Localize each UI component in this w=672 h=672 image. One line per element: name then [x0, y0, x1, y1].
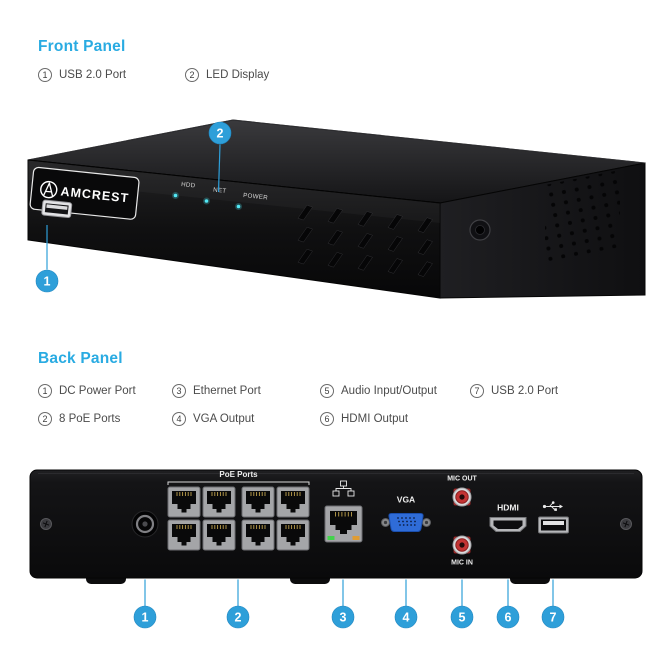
callout-badge-usb — [541, 605, 565, 629]
callout-badge-usb — [35, 269, 59, 293]
net-led-label: NET — [213, 187, 227, 195]
poe-ports-block: PoE Ports — [167, 470, 310, 551]
side-vent-holes — [545, 170, 620, 262]
vga-label: VGA — [397, 495, 415, 505]
hdd-led-label: HDD — [181, 181, 196, 189]
back-panel-illustration: PoE Ports — [29, 469, 643, 629]
callout-badge-vga — [394, 605, 418, 629]
legend-label: USB 2.0 Port — [491, 385, 559, 397]
poe-port-7 — [241, 519, 275, 551]
amcrest-a-mark-icon — [40, 180, 58, 199]
callout-badge-led-display — [208, 121, 232, 145]
mic-out-jack: MIC OUT — [447, 476, 477, 507]
callout-badge-dc — [133, 605, 157, 629]
legend-number-circle: 1 — [38, 68, 52, 82]
legend-number-circle: 3 — [172, 384, 186, 398]
mic-in-label: MIC IN — [451, 560, 473, 567]
back-legend-vga: 4 VGA Output — [172, 411, 254, 427]
legend-label: HDMI Output — [341, 413, 409, 425]
legend-number-circle: 1 — [38, 384, 52, 398]
mount-screw-left — [40, 518, 52, 530]
back-callouts: 1 2 3 4 5 6 7 — [133, 579, 565, 629]
back-legend-dc: 1 DC Power Port — [38, 383, 136, 399]
led-display: HDD NET POWER — [172, 181, 268, 210]
legend-number-circle: 7 — [470, 384, 484, 398]
mic-out-label: MIC OUT — [447, 476, 477, 483]
legend-number-circle: 4 — [172, 412, 186, 426]
callout-badge-poe — [226, 605, 250, 629]
ethernet-port — [324, 480, 363, 543]
mount-screw-right — [620, 518, 632, 530]
callout-badge-audio — [450, 605, 474, 629]
front-legend-usb: 1 USB 2.0 Port — [38, 67, 126, 83]
link-led-icon — [327, 536, 335, 540]
callout-number: 3 — [340, 611, 347, 625]
power-led-icon — [236, 204, 241, 209]
poe-ports-label: PoE Ports — [219, 470, 258, 479]
lan-icon — [332, 480, 355, 497]
callout-number: 5 — [459, 611, 466, 625]
back-legend-poe: 2 8 PoE Ports — [38, 411, 120, 427]
callout-line-led — [217, 144, 221, 193]
hdmi-port: HDMI — [489, 503, 527, 532]
front-panel-illustration: AMCREST HDD NET POWER — [27, 119, 646, 299]
callout-badge-ethernet — [331, 605, 355, 629]
poe-port-1 — [167, 486, 201, 518]
callout-number: 2 — [235, 611, 242, 625]
callout-number: 1 — [44, 275, 51, 289]
back-legend-ethernet: 3 Ethernet Port — [172, 383, 261, 399]
usb-icon — [542, 501, 563, 511]
poe-port-2 — [202, 486, 236, 518]
activity-led-icon — [352, 536, 360, 540]
vga-port: VGA — [381, 495, 431, 532]
callout-number: 6 — [505, 611, 512, 625]
front-panel-title: Front Panel — [38, 38, 126, 55]
legend-label: USB 2.0 Port — [59, 69, 127, 81]
hdmi-label: HDMI — [497, 503, 519, 513]
back-legend-audio: 5 Audio Input/Output — [320, 383, 437, 399]
back-usb-port — [538, 501, 569, 534]
dc-power-port — [131, 510, 159, 538]
poe-port-8 — [276, 519, 310, 551]
callout-number: 7 — [550, 611, 557, 625]
legend-label: VGA Output — [193, 413, 255, 425]
front-callouts: 2 1 — [35, 121, 232, 293]
hdd-led-icon — [173, 193, 178, 198]
power-led-label: POWER — [243, 192, 269, 202]
ir-sensor — [469, 219, 491, 241]
callout-number: 4 — [403, 611, 410, 625]
poe-bracket — [167, 481, 310, 485]
mic-in-jack: MIC IN — [451, 535, 473, 567]
callout-badge-hdmi — [496, 605, 520, 629]
legend-number-circle: 5 — [320, 384, 334, 398]
legend-label: DC Power Port — [59, 385, 136, 397]
poe-port-3 — [241, 486, 275, 518]
nvr-front-device: AMCREST HDD NET POWER — [27, 119, 646, 299]
legend-label: Ethernet Port — [193, 385, 261, 397]
poe-port-5 — [167, 519, 201, 551]
net-led-icon — [204, 199, 209, 203]
legend-label: 8 PoE Ports — [59, 413, 121, 425]
poe-port-4 — [276, 486, 310, 518]
callout-number: 2 — [217, 127, 224, 141]
back-panel-title: Back Panel — [38, 350, 123, 367]
back-legend-usb: 7 USB 2.0 Port — [470, 383, 558, 399]
legend-label: LED Display — [206, 69, 270, 81]
back-legend-hdmi: 6 HDMI Output — [320, 411, 408, 427]
legend-number-circle: 6 — [320, 412, 334, 426]
legend-label: Audio Input/Output — [341, 385, 437, 397]
callout-number: 1 — [142, 611, 149, 625]
front-legend-led: 2 LED Display — [185, 67, 269, 83]
front-usb-port — [41, 199, 73, 219]
legend-number-circle: 2 — [38, 412, 52, 426]
poe-port-6 — [202, 519, 236, 551]
legend-number-circle: 2 — [185, 68, 199, 82]
